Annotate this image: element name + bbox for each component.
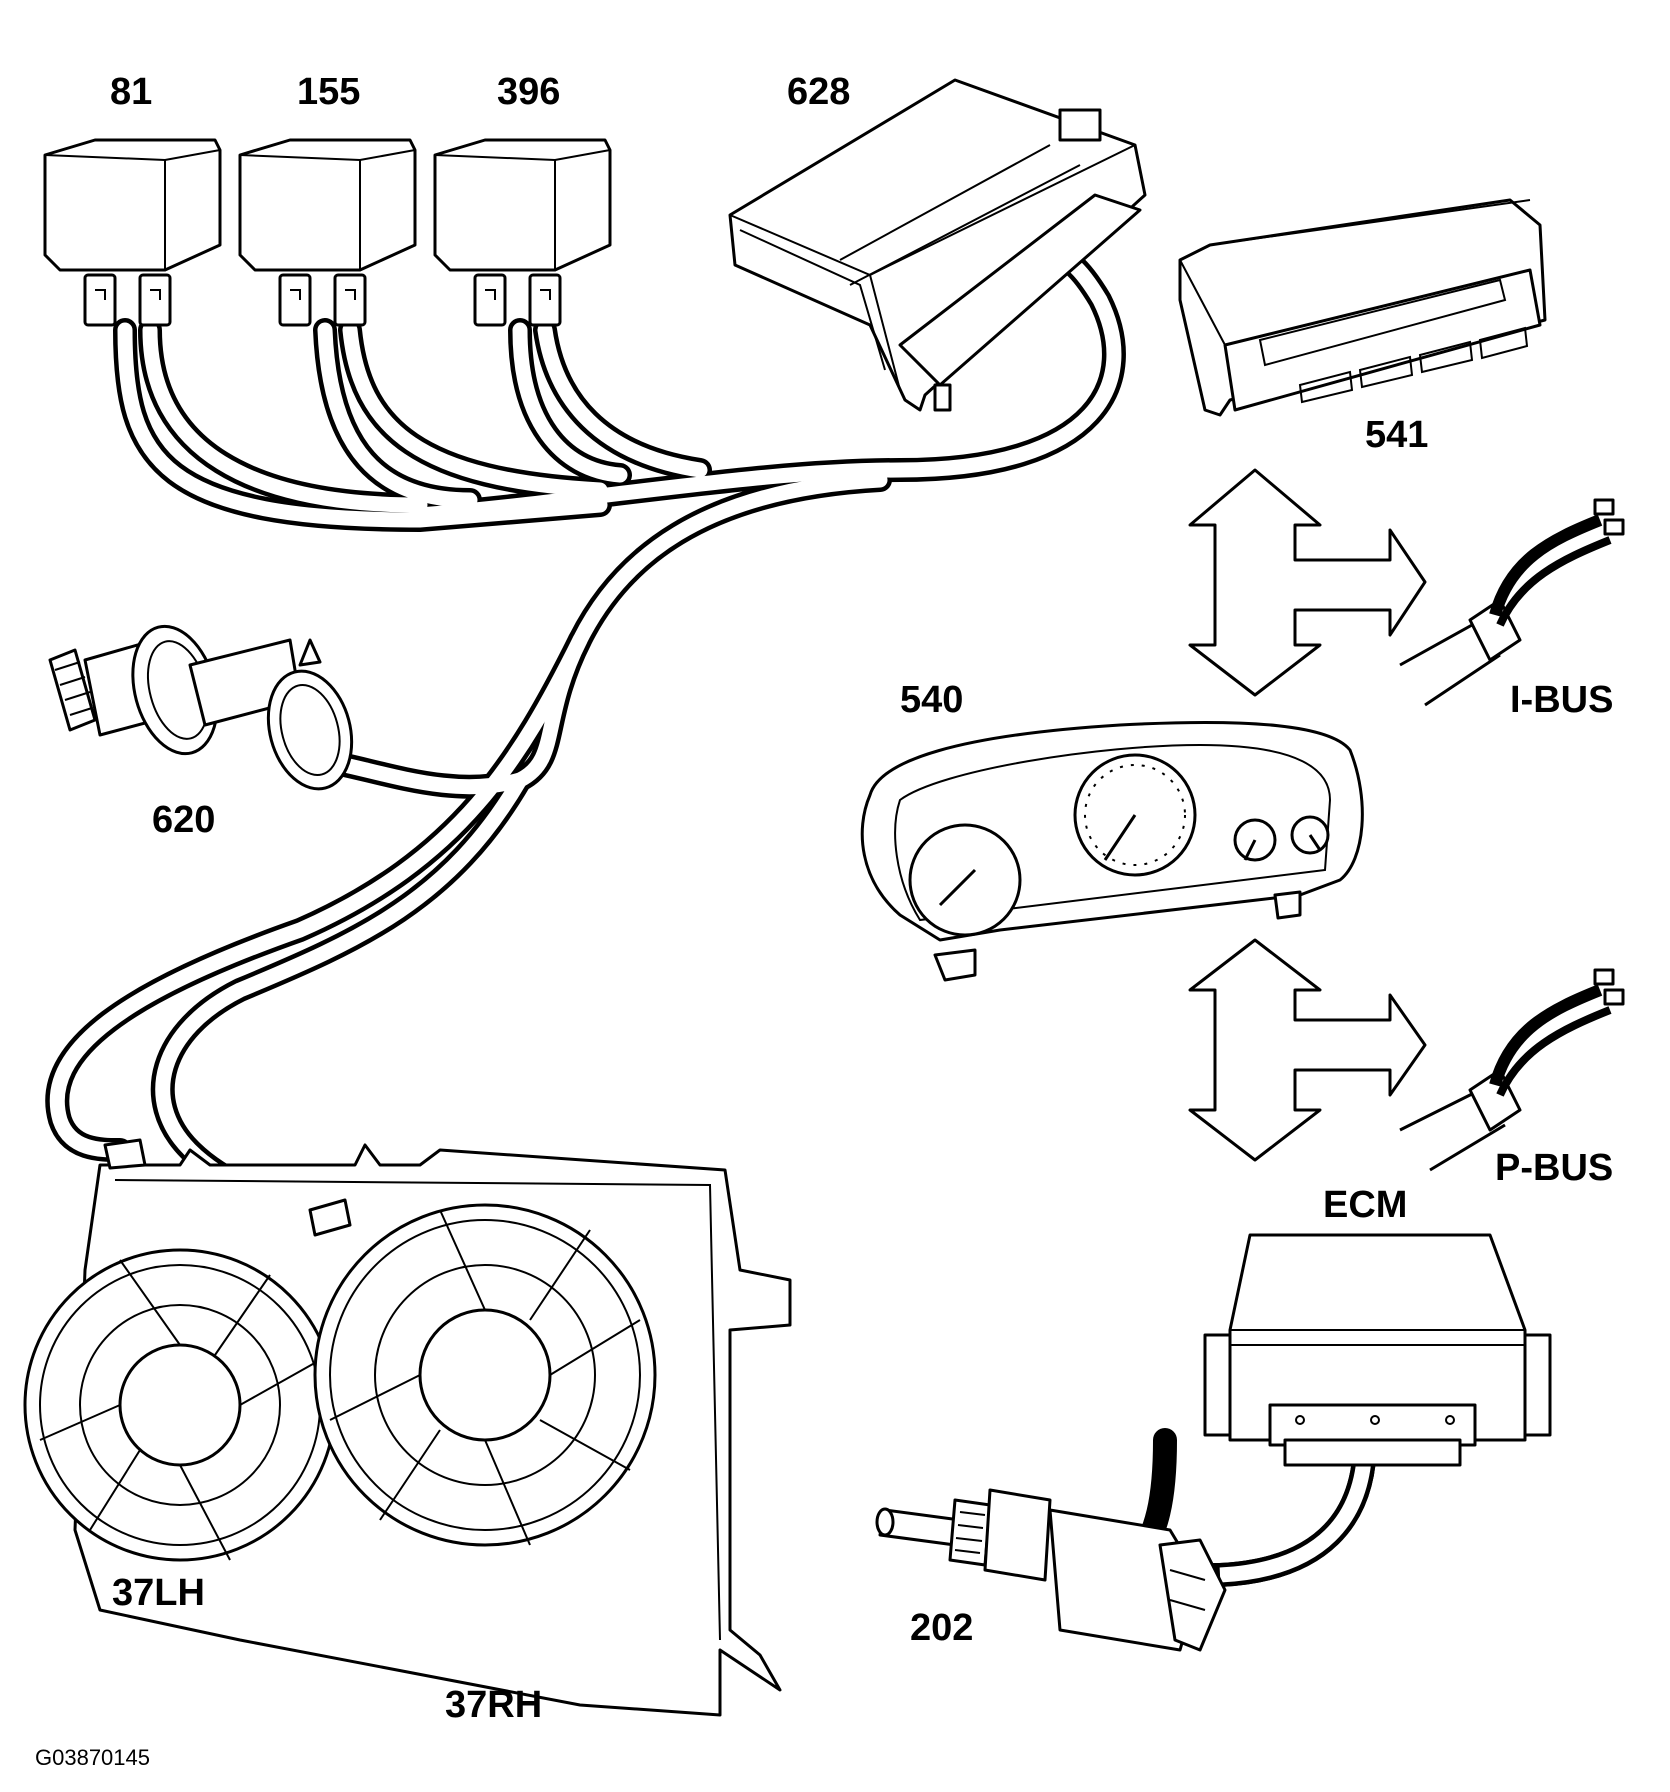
pbus-arrow <box>1188 938 1427 1162</box>
cooling-fan-assembly <box>23 1138 792 1717</box>
label-202: 202 <box>910 1607 973 1649</box>
figure-code: G03870145 <box>35 1745 150 1770</box>
relay-396 <box>433 138 612 327</box>
label-155: 155 <box>297 71 360 113</box>
relay-81 <box>43 138 222 327</box>
control-module-628 <box>728 78 1147 412</box>
instrument-cluster-540 <box>860 720 1364 982</box>
coolant-sensor-202 <box>875 1488 1227 1652</box>
label-ecm: ECM <box>1323 1184 1407 1226</box>
ecm-unit <box>1203 1233 1552 1467</box>
label-628: 628 <box>787 71 850 113</box>
label-541: 541 <box>1365 414 1428 456</box>
temp-sensor-620 <box>48 624 354 791</box>
label-pbus: P-BUS <box>1495 1147 1613 1189</box>
ibus-connector <box>1399 498 1625 707</box>
label-ibus: I-BUS <box>1510 679 1613 721</box>
pbus-connector <box>1399 968 1625 1172</box>
label-540: 540 <box>900 679 963 721</box>
ibus-arrow <box>1188 468 1427 697</box>
label-620: 620 <box>152 799 215 841</box>
label-81: 81 <box>110 71 152 113</box>
info-display-541 <box>1178 198 1547 417</box>
label-37lh: 37LH <box>112 1572 205 1614</box>
relay-155 <box>238 138 417 327</box>
label-396: 396 <box>497 71 560 113</box>
label-37rh: 37RH <box>445 1684 542 1726</box>
